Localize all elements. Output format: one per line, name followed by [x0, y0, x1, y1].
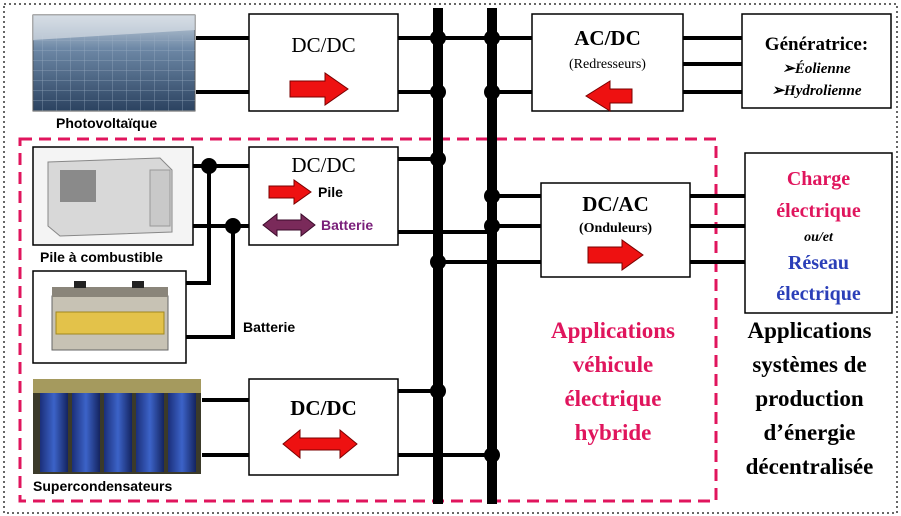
dcac-right-arrow-icon — [587, 239, 644, 271]
vehicle-app-line3: électrique — [564, 386, 662, 411]
outer-frame — [3, 3, 898, 514]
load-or-and-label: ou/et — [804, 230, 833, 245]
dcac-title: DC/AC — [582, 192, 649, 216]
vehicle-app-line4: hybride — [574, 420, 652, 445]
dcdc-pile-battery-title: DC/DC — [291, 153, 356, 177]
right-arrow-icon — [289, 72, 349, 106]
vehicle-application-region — [18, 137, 718, 503]
photovoltaic-image — [32, 14, 196, 112]
vehicle-app-line1: Applications — [551, 318, 675, 343]
vehicle-app-line2: véhicule — [572, 352, 654, 377]
load-electrique-grid-label: électrique — [776, 283, 861, 305]
pv-label: Photovoltaïque — [56, 115, 158, 131]
generator-item-hydrolienne: ➢Hydrolienne — [771, 83, 862, 99]
load-electrique-label: électrique — [776, 200, 861, 222]
junction-dots — [201, 30, 500, 463]
supercapacitor-image — [33, 379, 201, 474]
battery-bidirectional-arrow-icon — [262, 212, 316, 238]
acdc-subtitle: (Redresseurs) — [569, 57, 646, 72]
supercap-label: Supercondensateurs — [33, 478, 173, 494]
generator-title: Génératrice: — [764, 34, 869, 55]
dcdc-battery-label: Batterie — [321, 217, 374, 233]
systems-app-line4: d’énergie — [763, 420, 856, 445]
battery-label: Batterie — [243, 319, 296, 335]
fuel-cell-label: Pile à combustible — [40, 249, 163, 265]
dcac-subtitle: (Onduleurs) — [578, 221, 653, 236]
supercap-bidirectional-arrow-icon — [282, 428, 358, 460]
left-arrow-icon — [585, 80, 633, 112]
systems-app-line2: systèmes de — [752, 352, 867, 377]
acdc-title: AC/DC — [574, 26, 641, 50]
generator-item-eolienne: ➢Éolienne — [782, 61, 851, 77]
dc-bus-2 — [487, 8, 497, 504]
dcdc-pv-title: DC/DC — [291, 33, 356, 57]
load-reseau-label: Réseau — [787, 252, 850, 274]
generator-box — [741, 13, 892, 109]
systems-app-line5: décentralisée — [745, 454, 874, 479]
dcdc-supercap-title: DC/DC — [290, 396, 357, 420]
pile-arrow-icon — [268, 179, 312, 205]
battery-image — [32, 270, 187, 364]
load-charge-label: Charge — [786, 168, 851, 190]
fuel-cell-image — [32, 146, 194, 246]
load-box — [744, 152, 893, 314]
dcdc-supercap-box — [248, 378, 399, 476]
systems-app-line3: production — [755, 386, 864, 411]
dcdc-pile-label: Pile — [318, 184, 343, 200]
systems-app-line1: Applications — [747, 318, 872, 343]
